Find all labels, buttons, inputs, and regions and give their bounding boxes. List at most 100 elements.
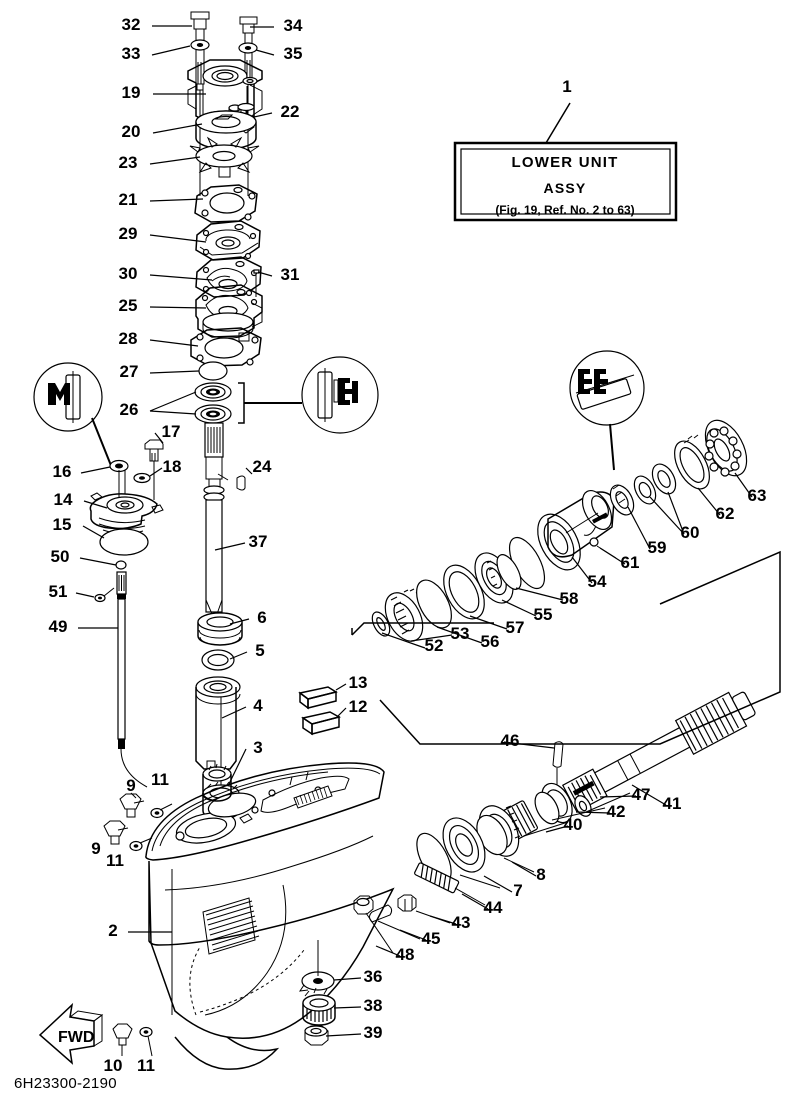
prop-nut-part	[304, 1025, 329, 1046]
callout-key-lower: 12	[349, 697, 368, 716]
callout-grommet: 22	[281, 102, 300, 121]
callout-bolt-lower: 9	[91, 839, 100, 858]
gearcase-housing-part	[145, 762, 395, 1070]
callout-drive-shaft-holder: 4	[253, 696, 263, 715]
callout-clutch-dog: 40	[564, 815, 583, 834]
gasket-lower-part	[190, 327, 262, 367]
o-ring-part	[201, 649, 235, 671]
shift-rod-clip-part	[115, 560, 127, 570]
callout-anode-bolt: 10	[104, 1056, 123, 1075]
washer-right-part	[238, 42, 258, 54]
callout-thrust-washer-prop: 36	[364, 967, 383, 986]
assembly-label-subtitle: ASSY	[544, 180, 587, 196]
callout-spring-cross-pin: 47	[632, 785, 651, 804]
screw-pump-part	[144, 439, 164, 500]
callout-key-upper: 13	[349, 673, 368, 692]
callout-bearing-race: 57	[506, 618, 525, 637]
washer-bottom-part	[139, 1026, 153, 1057]
washer-lower-part	[129, 837, 153, 852]
callout-retaining-ring: 62	[716, 504, 735, 523]
callout-washer-upper: 11	[151, 770, 169, 789]
callout-oil-seal-prop: 59	[648, 538, 667, 557]
anode-part	[353, 895, 394, 954]
impeller-boss-part	[195, 110, 257, 150]
callout-gasket-lower: 28	[119, 329, 138, 348]
washer-screw-part	[133, 472, 151, 484]
callout-o-ring-driveshaft: 27	[120, 362, 139, 381]
callout-insert-cartridge: 30	[119, 264, 138, 283]
callout-shift-rod-clip: 50	[51, 547, 70, 566]
pump-housing-part	[187, 59, 263, 123]
callout-drive-shaft-sleeve: 3	[253, 738, 262, 757]
fwd-direction-marker: FWD	[38, 1002, 104, 1065]
callout-impeller: 23	[119, 153, 138, 172]
callout-washer-screw: 18	[163, 457, 182, 476]
callout-tapered-bearing: 56	[481, 632, 500, 651]
callout-ball-bearing-prop: 63	[748, 486, 767, 505]
gasket-upper-part	[194, 184, 258, 223]
drawing-number: 6H23300-2190	[14, 1075, 117, 1092]
callout-shift-slider: 42	[607, 802, 626, 821]
callout-washer-bottom: 11	[137, 1056, 155, 1075]
shift-rod-part	[116, 571, 148, 788]
woodruff-key-part	[217, 473, 246, 491]
callout-shim-fwd: 55	[534, 605, 553, 624]
callout-bushing: 6	[257, 608, 266, 627]
callout-shift-rod: 49	[49, 617, 68, 636]
callout-drive-shaft: 37	[249, 532, 268, 551]
thrust-washer-prop-part	[298, 940, 335, 992]
tapered-bearing-part	[416, 579, 452, 629]
callout-washer-pump: 16	[53, 462, 72, 481]
washer-pump-part	[109, 459, 129, 502]
callout-shim-ring: 58	[560, 589, 579, 608]
bearing-housing-part	[476, 805, 535, 873]
callout-shift-rod-pin: 51	[49, 582, 68, 601]
shift-rod-pin-part	[94, 587, 115, 603]
callout-thrust-washer-fwd: 52	[425, 636, 444, 655]
retaining-ring-part	[674, 434, 710, 490]
callout-plunger-shift: 45	[422, 929, 441, 948]
callout-screw-pump: 17	[162, 422, 181, 441]
group-bracket-lines	[351, 550, 781, 745]
callout-gearcase-housing: 2	[108, 921, 117, 940]
callout-spring-shift: 44	[484, 898, 503, 917]
callout-pump-base: 14	[54, 490, 73, 509]
pump-fasteners	[190, 11, 258, 196]
assembly-label-box: LOWER UNIT ASSY (Fig. 19, Ref. No. 2 to …	[453, 102, 678, 222]
callout-bolt-long-right: 34	[284, 16, 303, 35]
callout-number-layer: 1234567899101111111213141516171819202122…	[49, 15, 767, 1075]
callout-wear-plate: 29	[119, 224, 138, 243]
callout-lower-unit-assy: 1	[562, 77, 571, 96]
outer-plate-cartridge-part	[195, 284, 263, 339]
assembly-label-reference: (Fig. 19, Ref. No. 2 to 63)	[495, 203, 634, 217]
drive-shaft-part	[203, 422, 225, 626]
detail-circle-bearing-orientation	[569, 350, 645, 471]
callout-washer-left: 33	[122, 44, 141, 63]
callout-oil-seal-pair: 26	[120, 400, 139, 419]
callout-washer-lower: 11	[106, 851, 124, 870]
callout-propeller-shaft: 41	[663, 794, 682, 813]
wear-plate-part	[195, 220, 261, 261]
ball-bearing-prop-part	[704, 419, 748, 477]
propeller-shaft-part	[561, 691, 756, 813]
shift-slider-part	[534, 782, 606, 825]
callout-forward-gear: 54	[588, 572, 607, 591]
grommet-part	[237, 102, 255, 134]
callout-pump-base-seal: 15	[53, 515, 72, 534]
callout-nut-shift: 43	[452, 913, 471, 932]
key-upper-part	[298, 686, 338, 710]
assembly-label-title: LOWER UNIT	[512, 154, 619, 171]
bolt-lower-part	[103, 820, 129, 845]
washer-group-part	[633, 463, 677, 505]
forward-gear-part	[537, 490, 615, 571]
callout-outer-plate-cartridge: 25	[119, 296, 138, 315]
detail-circle-seal-right	[301, 356, 379, 434]
plunger-shift-part	[369, 904, 421, 940]
callout-washer-right: 35	[284, 44, 303, 63]
leader-lines	[75, 25, 753, 1037]
o-ring-driveshaft-part	[198, 361, 228, 381]
drive-shaft-sleeve-part	[202, 763, 232, 802]
key-lower-part	[301, 711, 342, 736]
callout-ball-bearing: 7	[513, 881, 522, 900]
